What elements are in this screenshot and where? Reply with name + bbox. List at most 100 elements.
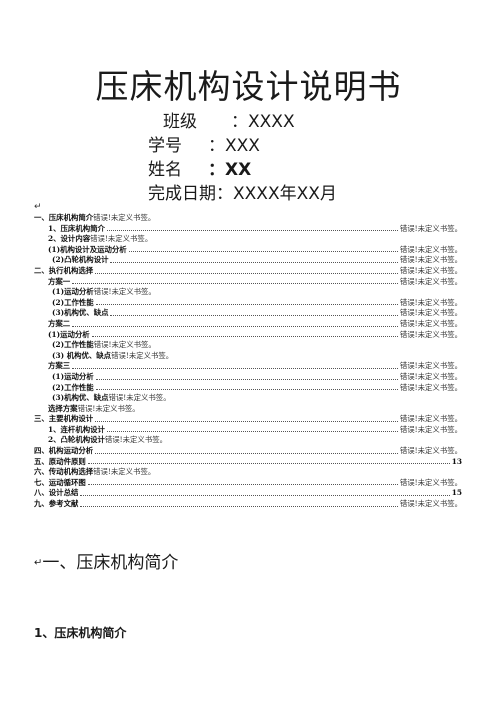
toc-entry[interactable]: 选择方案错误!未定义书签。	[34, 404, 462, 415]
toc-entry[interactable]: 1、压床机构简介错误!未定义书签。	[34, 224, 462, 235]
toc-entry[interactable]: 方案三 错误!未定义书签。	[34, 361, 462, 372]
student-id-label: 学号	[148, 136, 182, 156]
toc-dot-leader	[72, 361, 398, 369]
toc-entry[interactable]: (1)运动分析错误!未定义书签。	[34, 372, 462, 383]
toc-dot-leader	[110, 255, 398, 263]
toc-entry[interactable]: 2、凸轮机构设计错误!未定义书签。	[34, 435, 462, 446]
toc-entry[interactable]: (1)运动分析错误!未定义书签。	[34, 287, 462, 298]
toc-entry-label: 2、设计内容	[48, 234, 91, 244]
toc-dot-leader	[95, 446, 398, 454]
toc-entry-label: (3)机构优、缺点	[52, 393, 109, 403]
toc-entry-page: 错误!未定义书签。	[399, 361, 462, 371]
toc-entry-page: 错误!未定义书签。	[111, 350, 174, 360]
toc-dot-leader	[95, 298, 398, 306]
toc-entry-label: (1)运动分析	[48, 329, 90, 339]
paragraph-mark-icon: ↵	[34, 202, 42, 212]
toc-entry-page: 错误!未定义书签。	[399, 477, 462, 487]
toc-entry[interactable]: 四、机构运动分析 错误!未定义书签。	[34, 446, 462, 457]
toc-entry-label: (3)机构优、缺点	[52, 308, 109, 318]
toc-entry[interactable]: (2)凸轮机构设计 错误!未定义书签。	[34, 255, 462, 266]
toc-entry-label: 八、设计总结	[34, 488, 79, 498]
toc-entry-label: 方案二	[48, 318, 71, 328]
toc-entry-label: 方案三	[48, 361, 71, 371]
toc-entry-label: 二、执行机构选择	[34, 265, 94, 275]
toc-dot-leader	[72, 277, 398, 285]
toc-entry[interactable]: 六、传动机构选择错误!未定义书签。	[34, 467, 462, 478]
toc-entry[interactable]: 一、压床机构简介错误!未定义书签。	[34, 213, 462, 224]
toc-entry-page: 错误!未定义书签。	[399, 424, 462, 434]
document-title: 压床机构设计说明书	[95, 67, 402, 106]
toc-entry-page: 错误!未定义书签。	[399, 265, 462, 275]
subsection-heading: 1、压床机构简介	[34, 626, 127, 640]
name-label: 姓名	[148, 160, 182, 180]
toc-entry[interactable]: (2)工作性能 错误!未定义书签。	[34, 383, 462, 394]
toc-entry-page: 错误!未定义书签。	[93, 213, 156, 222]
toc-entry-label: 方案一	[48, 276, 71, 286]
toc-entry-label: (2)工作性能	[52, 340, 94, 350]
toc-entry-page: 错误!未定义书签。	[399, 244, 462, 254]
toc-entry-page: 错误!未定义书签。	[93, 467, 156, 477]
completion-date-label: 完成日期：	[148, 184, 233, 204]
toc-entry[interactable]: 方案二错误!未定义书签。	[34, 319, 462, 330]
toc-entry[interactable]: (3)机构优、缺点 错误!未定义书签。	[34, 308, 462, 319]
toc-entry-page: 错误!未定义书签。	[93, 287, 156, 297]
toc-entry-page: 错误!未定义书签。	[90, 234, 153, 244]
toc-entry-page: 错误!未定义书签。	[399, 382, 462, 392]
student-id-row: 学号：XXX	[148, 131, 260, 156]
toc-dot-leader	[91, 330, 398, 338]
toc-entry-label: (1)运动分析	[52, 287, 94, 297]
toc-dot-leader	[95, 266, 398, 274]
toc-entry-label: (2)凸轮机构设计	[52, 255, 109, 265]
toc-entry-label: 七、运动循环图	[34, 477, 86, 487]
toc-entry[interactable]: 2、设计内容错误!未定义书签。	[34, 234, 462, 245]
toc-dot-leader	[95, 372, 398, 380]
toc-entry[interactable]: 二、执行机构选择 错误!未定义书签。	[34, 266, 462, 277]
toc-entry-page: 错误!未定义书签。	[93, 340, 156, 350]
table-of-contents: 一、压床机构简介错误!未定义书签。1、压床机构简介错误!未定义书签。2、设计内容…	[34, 213, 462, 510]
toc-entry[interactable]: (1)运动分析 错误!未定义书签。	[34, 330, 462, 341]
toc-entry-page: 错误!未定义书签。	[399, 446, 462, 456]
toc-entry[interactable]: 1、连杆机构设计 错误!未定义书签。	[34, 425, 462, 436]
toc-entry-label: 1、连杆机构设计	[48, 424, 105, 434]
toc-dot-leader	[128, 245, 398, 253]
toc-entry[interactable]: (3)机构优、缺点错误!未定义书签。	[34, 393, 462, 404]
toc-entry-label: 2、凸轮机构设计	[48, 435, 105, 445]
toc-entry-label: 三、主要机构设计	[34, 414, 94, 424]
toc-entry-label: 选择方案	[48, 403, 78, 413]
toc-entry-label: 五、原动件原则	[34, 456, 86, 466]
toc-entry-page: 错误!未定义书签。	[399, 329, 462, 339]
toc-entry-label: 一、压床机构简介	[34, 213, 94, 222]
toc-entry[interactable]: (2)工作性能错误!未定义书签。	[34, 340, 462, 351]
toc-dot-leader	[106, 425, 398, 433]
toc-entry[interactable]: 七、运动循环图 错误!未定义书签。	[34, 478, 462, 489]
toc-dot-leader	[87, 478, 398, 486]
toc-entry-label: (2)工作性能	[52, 297, 94, 307]
toc-entry[interactable]: (2)工作性能错误!未定义书签。	[34, 298, 462, 309]
completion-date-row: 完成日期：XXXX年XX月	[148, 179, 337, 204]
toc-entry-page: 错误!未定义书签。	[399, 414, 462, 424]
class-value: ：XXXX	[231, 112, 295, 132]
toc-entry[interactable]: (3) 机构优、缺点错误!未定义书签。	[34, 351, 462, 362]
paragraph-mark-icon: ↵	[34, 557, 43, 569]
toc-dot-leader	[72, 319, 398, 327]
toc-entry-page: 错误!未定义书签。	[399, 308, 462, 318]
toc-entry-label: (1)机构设计及运动分析	[48, 244, 127, 254]
toc-entry[interactable]: 八、设计总结 15	[34, 488, 462, 499]
toc-entry-page: 15	[451, 488, 462, 498]
toc-entry-label: (3) 机构优、缺点	[52, 350, 112, 360]
toc-entry-label: (2)工作性能	[52, 382, 94, 392]
toc-entry[interactable]: 三、主要机构设计 错误!未定义书签。	[34, 414, 462, 425]
toc-entry[interactable]: 五、原动件原则 13	[34, 457, 462, 468]
toc-dot-leader	[95, 383, 398, 391]
toc-entry[interactable]: 方案一错误!未定义书签。	[34, 277, 462, 288]
toc-entry-page: 错误!未定义书签。	[77, 403, 140, 413]
toc-entry[interactable]: (1)机构设计及运动分析 错误!未定义书签。	[34, 245, 462, 256]
toc-entry-page: 错误!未定义书签。	[399, 371, 462, 381]
toc-entry-page: 13	[451, 456, 462, 466]
toc-entry-label: 六、传动机构选择	[34, 467, 94, 477]
toc-entry-page: 错误!未定义书签。	[399, 255, 462, 265]
toc-entry[interactable]: 九、参考文献错误!未定义书签。	[34, 499, 462, 510]
toc-dot-leader	[95, 414, 398, 422]
toc-entry-label: 四、机构运动分析	[34, 446, 94, 456]
toc-entry-page: 错误!未定义书签。	[104, 435, 167, 445]
